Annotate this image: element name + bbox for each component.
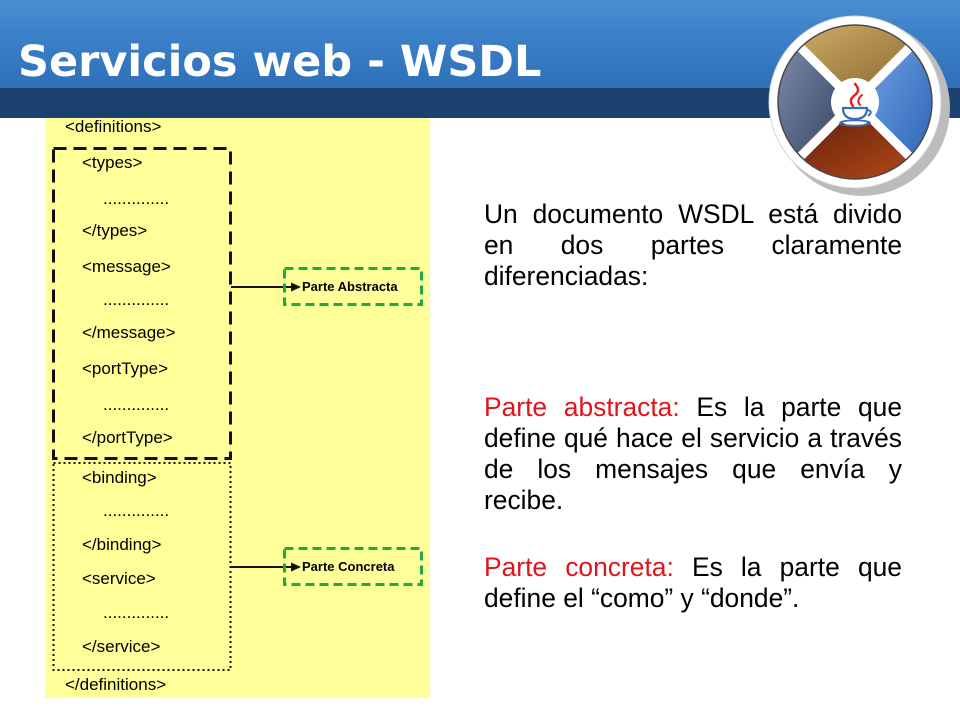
code-line-ellipsis: .............. bbox=[103, 189, 170, 208]
code-line-types-open: <types> bbox=[82, 153, 143, 172]
code-line-ellipsis: .............. bbox=[103, 395, 170, 414]
code-line-definitions-open: <definitions> bbox=[65, 117, 162, 136]
abstract-arrow-head bbox=[291, 282, 301, 292]
concrete-description: Es la parte que define el “como” y “dond… bbox=[484, 552, 902, 613]
code-line-types-close: </types> bbox=[82, 221, 148, 240]
concrete-callout-label: Parte Concreta bbox=[302, 559, 395, 574]
concrete-section-box bbox=[52, 462, 232, 671]
code-line-ellipsis: .............. bbox=[103, 501, 170, 520]
concrete-callout-box bbox=[283, 547, 423, 586]
code-line-service-open: <service> bbox=[82, 569, 156, 588]
abstract-paragraph: Parte abstracta: Es la parte que define … bbox=[484, 392, 902, 516]
wsdl-diagram-overlay bbox=[52, 147, 423, 671]
slide-title: Servicios web - WSDL bbox=[18, 37, 542, 87]
code-line-binding-close: </binding> bbox=[82, 535, 162, 554]
abstract-description: Es la parte que define qué hace el servi… bbox=[484, 392, 902, 515]
code-line-binding-open: <binding> bbox=[82, 468, 157, 487]
java-cup-icon bbox=[839, 82, 872, 127]
code-line-definitions-close: </definitions> bbox=[65, 675, 167, 694]
abstract-term: Parte abstracta: bbox=[484, 392, 680, 422]
code-line-porttype-open: <portType> bbox=[82, 359, 169, 378]
intro-paragraph: Un documento WSDL está divido en dos par… bbox=[484, 199, 902, 291]
abstract-callout-box bbox=[283, 267, 423, 306]
code-line-message-close: </message> bbox=[82, 323, 176, 342]
code-line-ellipsis: .............. bbox=[103, 603, 170, 622]
concrete-arrow-head bbox=[291, 562, 301, 572]
logo-badge bbox=[768, 15, 950, 196]
abstract-section-box bbox=[52, 147, 232, 460]
code-line-service-close: </service> bbox=[82, 637, 161, 656]
wsdl-structure-panel bbox=[45, 118, 430, 698]
code-line-porttype-close: </portType> bbox=[82, 428, 173, 447]
concrete-paragraph: Parte concreta: Es la parte que define e… bbox=[484, 552, 902, 614]
concrete-term: Parte concreta: bbox=[484, 552, 674, 582]
code-line-ellipsis: .............. bbox=[103, 290, 170, 309]
abstract-callout-label: Parte Abstracta bbox=[302, 279, 398, 294]
code-line-message-open: <message> bbox=[82, 257, 171, 276]
